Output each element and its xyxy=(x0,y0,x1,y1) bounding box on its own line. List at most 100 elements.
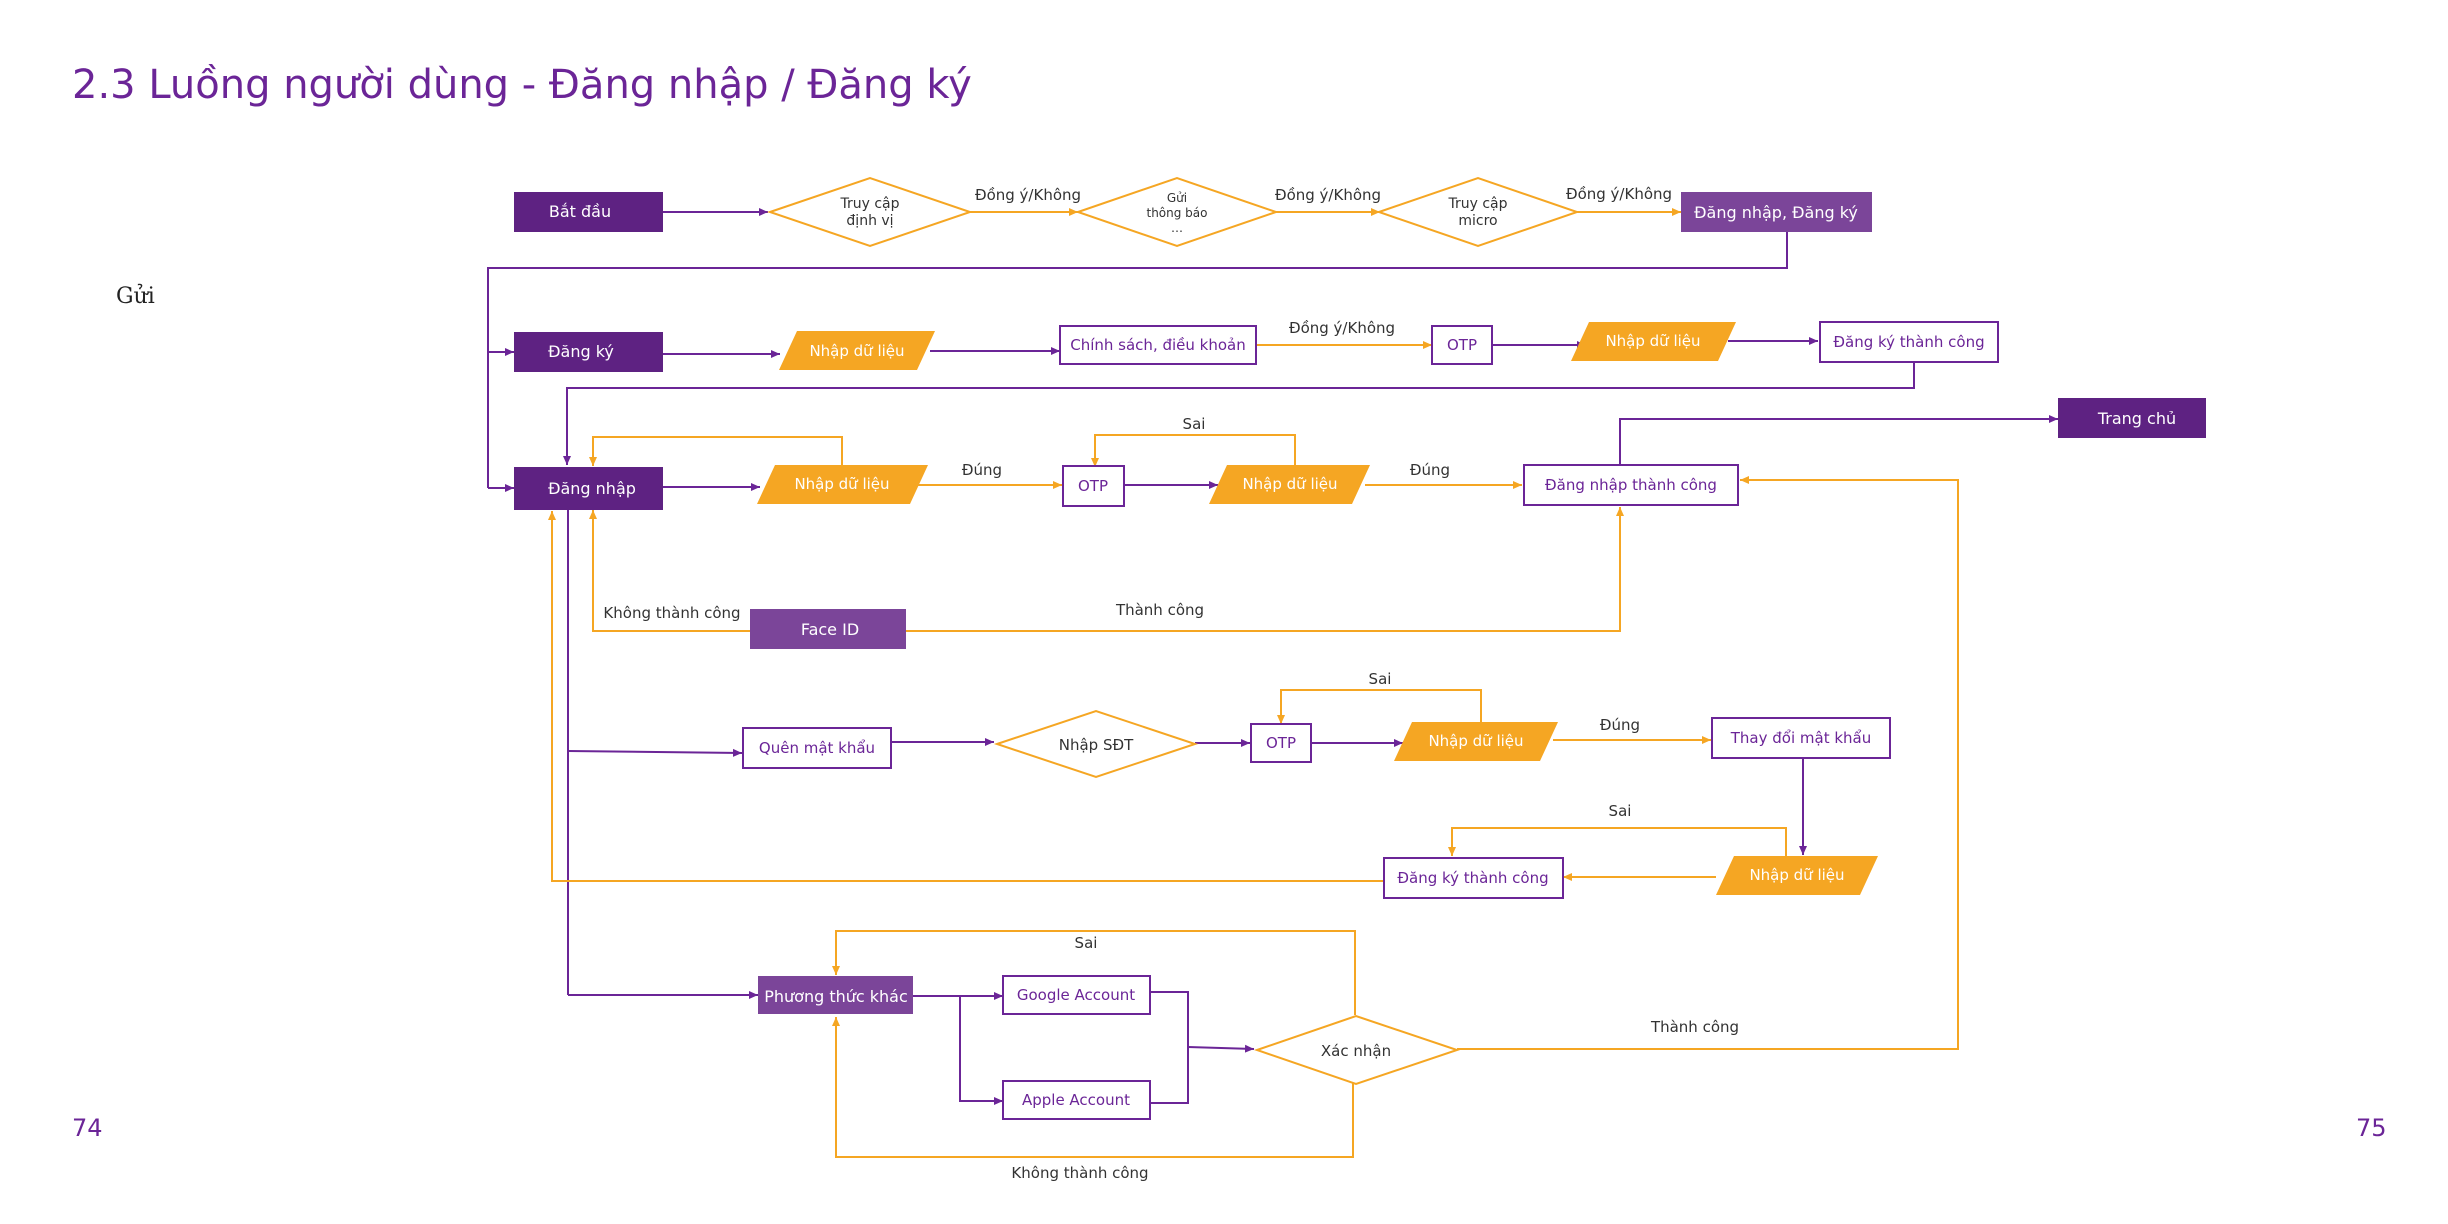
node-other-methods: Phương thức khác xyxy=(758,976,913,1014)
node-register-input: Nhập dữ liệu xyxy=(779,331,935,370)
side-note: Gửi xyxy=(116,284,155,309)
edge-forgot-input-wrong-to-otp xyxy=(1277,689,1482,724)
node-change-password: Thay đổi mật khẩu xyxy=(1711,717,1891,759)
label-agree-4: Đồng ý/Không xyxy=(1289,319,1395,337)
edge-verify-ok-to-login-success xyxy=(1457,476,1959,1050)
node-google-account-label: Google Account xyxy=(1017,986,1135,1004)
edge-faceid-ok-to-login-success xyxy=(906,507,1624,632)
node-forgot-success: Đăng ký thành công xyxy=(1383,857,1564,899)
node-send-notification: Gửi thông báo … xyxy=(1074,176,1280,248)
node-login-input-2: Nhập dữ liệu xyxy=(1209,465,1370,504)
node-login-label: Đăng nhập xyxy=(548,479,636,498)
node-home: Trang chủ xyxy=(2058,398,2206,438)
label-face-ok: Thành công xyxy=(1115,601,1204,619)
node-mic-access-line1: Truy cập xyxy=(1447,196,1507,212)
edge-google-to-verify xyxy=(1150,991,1189,1104)
label-login-wrong: Sai xyxy=(1183,415,1206,433)
label-agree-1: Đồng ý/Không xyxy=(975,186,1081,204)
node-register-success-label: Đăng ký thành công xyxy=(1833,333,1984,351)
edge-forgot-success-to-login xyxy=(548,511,1384,882)
node-verify: Xác nhận xyxy=(1253,1014,1461,1086)
node-login-input: Nhập dữ liệu xyxy=(757,465,928,504)
label-other-ok: Thành công xyxy=(1650,1018,1739,1036)
edge-other-to-apple xyxy=(959,996,1003,1105)
node-forgot-input: Nhập dữ liệu xyxy=(1394,722,1558,761)
node-location-access-line1: Truy cập xyxy=(839,196,899,212)
node-other-methods-label: Phương thức khác xyxy=(764,987,908,1006)
node-login-register-label: Đăng nhập, Đăng ký xyxy=(1694,203,1858,222)
label-face-fail: Không thành công xyxy=(603,604,740,622)
node-policy: Chính sách, điều khoản xyxy=(1059,325,1257,365)
node-forgot-success-label: Đăng ký thành công xyxy=(1397,869,1548,887)
label-login-correct-1: Đúng xyxy=(962,461,1002,479)
page-number-right: 75 xyxy=(2356,1114,2387,1142)
node-register-label: Đăng ký xyxy=(548,342,614,361)
node-new-password-input-label: Nhập dữ liệu xyxy=(1749,866,1844,884)
node-login-otp-label: OTP xyxy=(1078,477,1108,495)
node-send-notification-line2: thông báo xyxy=(1146,206,1207,220)
node-register-input-2: Nhập dữ liệu xyxy=(1571,322,1736,361)
node-send-notification-line1: Gửi xyxy=(1167,191,1187,205)
node-apple-account-label: Apple Account xyxy=(1022,1091,1130,1109)
node-login-input-2-label: Nhập dữ liệu xyxy=(1242,475,1337,493)
label-forgot-wrong: Sai xyxy=(1369,670,1392,688)
node-login-success-label: Đăng nhập thành công xyxy=(1545,476,1717,494)
edge-accounts-to-verify xyxy=(1187,1044,1255,1053)
node-face-id-label: Face ID xyxy=(801,620,859,639)
node-change-password-label: Thay đổi mật khẩu xyxy=(1730,729,1872,747)
node-location-access-line2: định vị xyxy=(846,213,893,229)
edge-to-forgot xyxy=(567,748,743,757)
node-login-success: Đăng nhập thành công xyxy=(1523,464,1739,506)
node-login: Đăng nhập xyxy=(514,467,663,510)
node-send-notification-line3: … xyxy=(1171,221,1183,235)
label-agree-2: Đồng ý/Không xyxy=(1275,186,1381,204)
node-home-label: Trang chủ xyxy=(2097,409,2176,428)
edge-reg-success-to-login xyxy=(563,363,1915,465)
node-phone-input-label: Nhập SĐT xyxy=(1059,736,1134,754)
node-mic-access: Truy cập micro xyxy=(1375,176,1581,248)
page-title: 2.3 Luồng người dùng - Đăng nhập / Đăng … xyxy=(72,62,972,108)
node-phone-input: Nhập SĐT xyxy=(993,709,1199,779)
node-forgot-input-label: Nhập dữ liệu xyxy=(1428,732,1523,750)
edge-input2-wrong-to-otp xyxy=(1091,434,1296,468)
label-other-fail: Không thành công xyxy=(1011,1164,1148,1182)
node-apple-account: Apple Account xyxy=(1002,1080,1151,1120)
edge-verify-fail-to-other xyxy=(832,1017,1354,1158)
node-google-account: Google Account xyxy=(1002,975,1151,1015)
label-agree-3: Đồng ý/Không xyxy=(1566,185,1672,203)
node-face-id: Face ID xyxy=(750,609,906,649)
edge-verify-wrong-to-other xyxy=(832,930,1356,1015)
label-forgot-correct: Đúng xyxy=(1600,716,1640,734)
edge-login-success-to-home xyxy=(1619,415,2058,465)
node-register-input-label: Nhập dữ liệu xyxy=(809,342,904,360)
edge-labels: Đồng ý/Không Đồng ý/Không Đồng ý/Không Đ… xyxy=(603,185,1739,1182)
edge-new-input-wrong-loop xyxy=(1448,827,1787,856)
node-login-otp: OTP xyxy=(1062,465,1125,507)
node-forgot-password-label: Quên mật khẩu xyxy=(759,739,875,757)
node-register: Đăng ký xyxy=(514,332,663,372)
node-register-otp: OTP xyxy=(1431,325,1493,365)
node-mic-access-line2: micro xyxy=(1458,213,1497,229)
node-register-otp-label: OTP xyxy=(1447,336,1477,354)
label-other-wrong: Sai xyxy=(1075,934,1098,952)
node-policy-label: Chính sách, điều khoản xyxy=(1070,336,1246,354)
node-new-password-input: Nhập dữ liệu xyxy=(1716,856,1878,895)
edge-login-register-branch xyxy=(487,232,1788,488)
connectors xyxy=(487,208,2058,1158)
node-register-input-2-label: Nhập dữ liệu xyxy=(1605,332,1700,350)
node-forgot-otp-label: OTP xyxy=(1266,734,1296,752)
edge-input-loop-to-login xyxy=(589,436,843,470)
node-start: Bắt đầu xyxy=(514,192,663,232)
node-location-access: Truy cập định vị xyxy=(766,176,974,248)
label-login-correct-2: Đúng xyxy=(1410,461,1450,479)
node-login-register: Đăng nhập, Đăng ký xyxy=(1681,192,1872,232)
node-start-label: Bắt đầu xyxy=(549,202,611,221)
node-verify-label: Xác nhận xyxy=(1321,1042,1391,1060)
label-new-wrong: Sai xyxy=(1609,802,1632,820)
node-forgot-otp: OTP xyxy=(1250,723,1312,763)
edge-faceid-fail-to-login xyxy=(589,510,750,632)
node-forgot-password: Quên mật khẩu xyxy=(742,727,892,769)
page-number-left: 74 xyxy=(72,1114,103,1142)
node-register-success: Đăng ký thành công xyxy=(1819,321,1999,363)
